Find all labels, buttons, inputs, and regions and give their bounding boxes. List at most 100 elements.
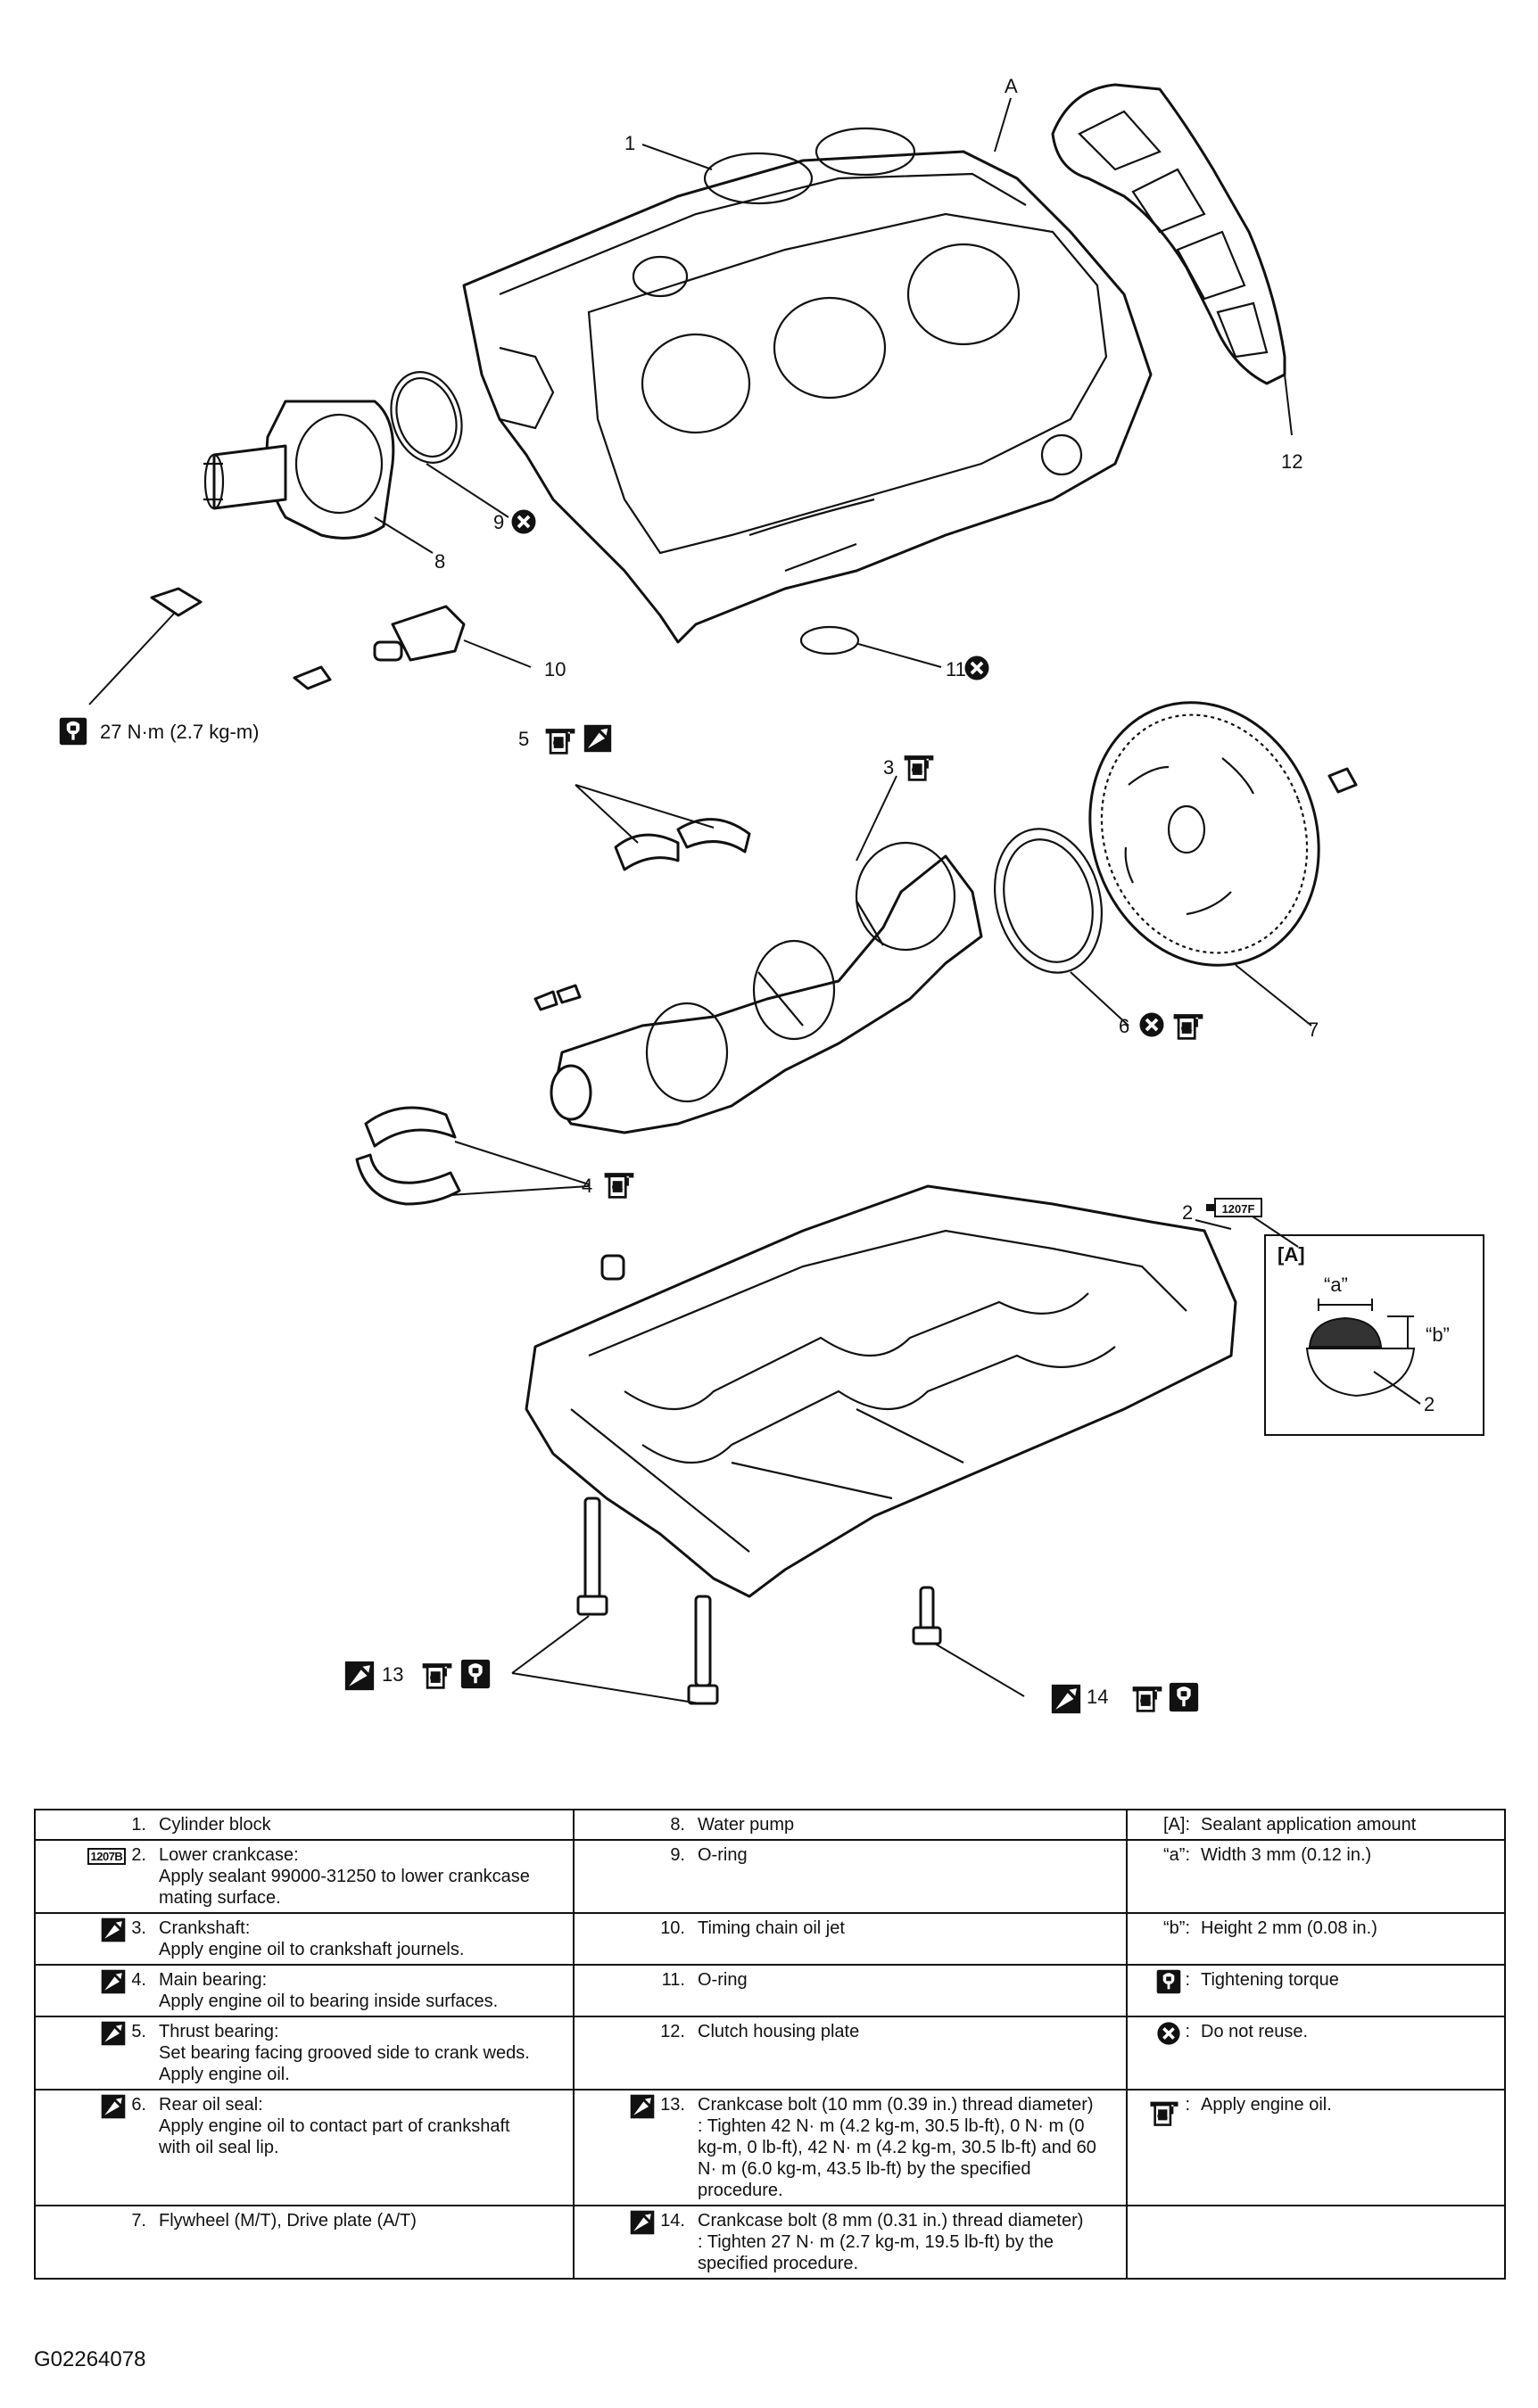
- legend-key-cell: “b”: Height 2 mm (0.08 in.): [1126, 1912, 1506, 1966]
- engine-oil-icon: [903, 754, 935, 781]
- diagram-symbols: 1207F: [59, 508, 1262, 1714]
- oil-can-icon: [101, 2094, 126, 2124]
- figure-code: G02264078: [34, 2347, 146, 2371]
- legend-title: Cylinder block: [159, 1815, 271, 1835]
- legend-desc-line: procedure.: [698, 2181, 783, 2200]
- crankshaft-drawing: [550, 841, 983, 1134]
- legend-number: 11.: [661, 1970, 685, 1990]
- label-3: 3: [883, 756, 894, 779]
- legend-desc-line: Apply engine oil.: [159, 2065, 290, 2084]
- engine-oil-icon: [1131, 1685, 1163, 1712]
- sealant-1207f-icon: 1207F: [1206, 1198, 1262, 1217]
- legend-desc-line: Set bearing facing grooved side to crank…: [159, 2043, 530, 2063]
- detail-a-title: [A]: [1278, 1243, 1305, 1266]
- legend-key: [A]:: [1162, 1815, 1190, 1835]
- rear-oil-seal-drawing: [993, 828, 1104, 974]
- legend-key: :: [1185, 2095, 1190, 2115]
- legend-title: Main bearing:: [159, 1970, 268, 1990]
- legend-row: 5. Thrust bearing: Set bearing facing groo…: [34, 2016, 1506, 2091]
- sealant-code-badge: 1207B: [87, 1848, 127, 1865]
- legend-key-cell: :Tightening torque: [1126, 1964, 1506, 2017]
- thrust-bearings-drawing: [614, 818, 751, 871]
- detail-a-part: 2: [1424, 1393, 1435, 1415]
- main-bearings-drawing: [355, 984, 625, 1281]
- sealant-1207b-icon: 1207B: [87, 1844, 127, 1866]
- legend-cell: 12. Clutch housing plate: [573, 2016, 1128, 2091]
- crankcase-bolts-drawing: [576, 1497, 942, 1705]
- legend-number: 5.: [131, 2022, 146, 2041]
- legend-number: 7.: [131, 2211, 146, 2231]
- legend-cell: 1.Cylinder block: [34, 1809, 575, 1841]
- legend-row: 6.Rear oil seal:Apply engine oil to cont…: [34, 2089, 1506, 2206]
- legend-desc-line: : Tighten 42 N· m (4.2 kg-m, 30.5 lb-ft)…: [698, 2116, 1085, 2136]
- leader-lines: [88, 97, 1312, 1704]
- legend-number: 12.: [660, 2022, 685, 2041]
- legend-key-cell: : Do not reuse.: [1126, 2016, 1506, 2091]
- legend-title: Clutch housing plate: [698, 2022, 860, 2041]
- legend-key: :: [1185, 2022, 1190, 2041]
- legend-desc-line: Apply engine oil to crankshaft journels.: [159, 1940, 465, 1959]
- legend-desc-line: N· m (6.0 kg-m, 43.5 lb-ft) by the speci…: [698, 2159, 1031, 2179]
- do-not-reuse-icon: [1138, 1011, 1165, 1038]
- torque-icon: [59, 717, 87, 746]
- clutch-housing-plate-drawing: [1051, 83, 1286, 385]
- do-not-reuse-icon: [963, 655, 990, 681]
- legend-key-text: Apply engine oil.: [1201, 2095, 1332, 2115]
- legend-key-text: Do not reuse.: [1201, 2022, 1309, 2041]
- label-4: 4: [582, 1175, 592, 1197]
- legend-table: 1.Cylinder block 8. Water pump [A]:Sealant …: [34, 1809, 1506, 2280]
- label-13: 13: [382, 1663, 403, 1686]
- legend-title: Flywheel (M/T), Drive plate (A/T): [159, 2211, 417, 2231]
- lower-crankcase-drawing: [525, 1184, 1237, 1598]
- legend-key: “b”:: [1163, 1918, 1190, 1938]
- legend-row: 7. Flywheel (M/T), Drive plate (A/T) 14.Cr…: [34, 2205, 1506, 2280]
- legend-cell: 7. Flywheel (M/T), Drive plate (A/T): [34, 2205, 575, 2280]
- legend-cell: 9.O-ring: [573, 1839, 1128, 1914]
- torque-icon: [460, 1659, 491, 1689]
- legend-desc-line: : Tighten 27 N· m (2.7 kg-m, 19.5 lb-ft)…: [698, 2232, 1054, 2252]
- legend-number: 6.: [131, 2095, 146, 2115]
- detail-a-box: [A] “a” “b” 2: [1264, 1234, 1484, 1436]
- engine-oil-icon: [1172, 1012, 1204, 1040]
- legend-number: 14.: [660, 2211, 685, 2231]
- legend-number: 8.: [670, 1815, 685, 1835]
- legend-row: 3.Crankshaft:Apply engine oil to cranksh…: [34, 1912, 1506, 1966]
- torque-icon: [1169, 1682, 1199, 1712]
- legend-title: Thrust bearing:: [159, 2022, 279, 2041]
- do-not-reuse-icon: [1156, 2021, 1182, 2051]
- water-pump-drawing: [203, 400, 395, 540]
- label-12: 12: [1281, 450, 1302, 473]
- legend-number: 13.: [660, 2095, 685, 2115]
- oil-can-icon: [630, 2094, 655, 2124]
- legend-key-cell: [A]:Sealant application amount: [1126, 1809, 1506, 1841]
- exploded-engine-diagram: OIL: [59, 75, 1484, 1714]
- legend-number: 4.: [131, 1970, 146, 1990]
- o-ring-9-drawing: [390, 371, 463, 464]
- legend-desc-line: Apply engine oil to contact part of cran…: [159, 2116, 510, 2136]
- legend-title: Water pump: [698, 1815, 795, 1835]
- oil-can-icon: [583, 724, 612, 753]
- label-2: 2: [1182, 1201, 1193, 1224]
- legend-title: Timing chain oil jet: [698, 1918, 845, 1938]
- engine-oil-icon: [421, 1662, 453, 1689]
- cylinder-block-drawing: [462, 127, 1153, 644]
- oil-can-icon: [101, 2021, 126, 2051]
- legend-key-cell: : Apply engine oil.: [1126, 2089, 1506, 2206]
- part-labels: 1 A 12 9 8 10 11 5 3 6 7 4 2 13 14 27 N·…: [100, 75, 1319, 1708]
- o-ring-9-inner: [395, 376, 458, 458]
- legend-cell: 5. Thrust bearing: Set bearing facing groo…: [34, 2016, 575, 2091]
- legend-cell: 11.O-ring: [573, 1964, 1128, 2017]
- legend-desc-line: Apply sealant 99000-31250 to lower crank…: [159, 1867, 530, 1886]
- o-ring-11-drawing: [799, 625, 860, 656]
- legend-key-cell: [1126, 2205, 1506, 2280]
- legend-key-text: Height 2 mm (0.08 in.): [1201, 1918, 1377, 1938]
- label-10: 10: [544, 658, 566, 680]
- do-not-reuse-icon: [510, 508, 537, 535]
- engine-oil-icon: [603, 1171, 635, 1199]
- legend-row: 4.Main bearing:Apply engine oil to beari…: [34, 1964, 1506, 2017]
- legend-cell: 14.Crankcase bolt (8 mm (0.31 in.) threa…: [573, 2205, 1128, 2280]
- legend-number: 3.: [131, 1918, 146, 1938]
- oil-can-icon: [344, 1661, 375, 1691]
